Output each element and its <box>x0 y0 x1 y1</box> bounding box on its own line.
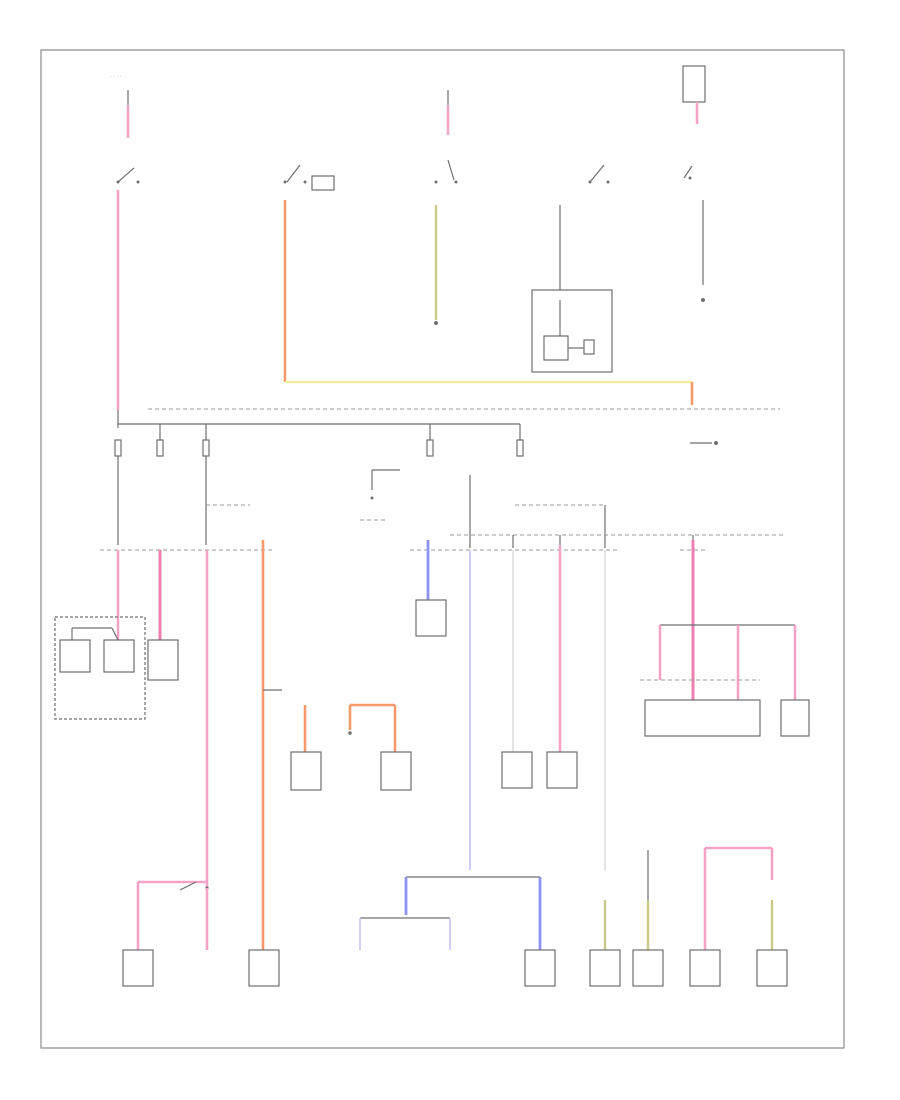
main-bus <box>114 408 780 457</box>
right-cluster <box>640 540 810 737</box>
ignition-switch-group: · · · · <box>102 65 706 410</box>
secondary-feeds <box>117 456 785 548</box>
left-module <box>54 550 179 720</box>
diagram-border <box>40 49 845 1049</box>
long-drops <box>205 540 606 950</box>
bottom-row <box>122 846 788 987</box>
svg-text:· · · ·: · · · · <box>110 74 122 80</box>
